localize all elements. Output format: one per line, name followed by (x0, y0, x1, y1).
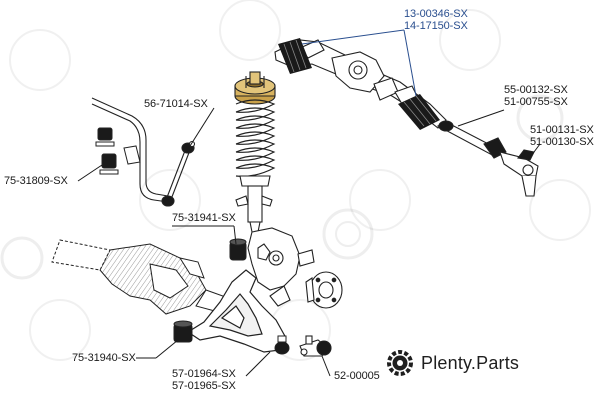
brand-gear-icon (387, 350, 413, 376)
stabilizer-bushing-upper (95, 127, 115, 147)
steering-rack (274, 39, 447, 129)
brand-suffix: .Parts (470, 352, 520, 373)
brand-name: Plenty (421, 352, 471, 373)
lower-control-arm (186, 269, 287, 353)
steering-boot-left-ribs (283, 39, 307, 73)
brand-logo: Plenty.Parts (385, 346, 519, 380)
steering-knuckle (247, 227, 315, 307)
label-tie-rod-end-1: 51-00131-SX (530, 124, 594, 136)
background-watermark (9, 0, 591, 361)
steering-boot-right-ribs (403, 95, 437, 127)
tie-rod-end (499, 149, 539, 197)
label-control-arm-2: 57-01965-SX (172, 380, 236, 392)
label-steering-rack-1: 13-00346-SX (404, 8, 468, 20)
label-stabilizer-bushing: 75-31809-SX (4, 175, 68, 187)
label-ball-joint: 52-00005 (334, 370, 380, 382)
label-stabilizer-link: 56-71014-SX (144, 98, 208, 110)
shock-absorber (235, 175, 273, 233)
arm-bushing-rear (173, 320, 193, 343)
label-arm-bushing-rear: 75-31940-SX (72, 352, 136, 364)
label-tie-rod-2: 51-00755-SX (504, 96, 568, 108)
leader-lines (77, 107, 541, 377)
label-tie-rod-end-2: 51-00130-SX (530, 136, 594, 148)
strut-top-mount (234, 71, 276, 105)
arm-ball-joint (274, 335, 290, 355)
label-tie-rod-1: 55-00132-SX (504, 84, 568, 96)
label-arm-bushing-front: 75-31941-SX (172, 212, 236, 224)
arm-bushing-front (229, 238, 247, 261)
stabilizer-link (161, 140, 196, 207)
stabilizer-bushing-lower (99, 153, 119, 175)
steering-boot-right (398, 94, 440, 130)
ball-joint (299, 335, 332, 357)
coil-spring (235, 99, 276, 177)
brand-text: Plenty.Parts (421, 353, 519, 374)
stabilizer-clamp (123, 145, 141, 165)
subframe (51, 239, 235, 315)
label-control-arm-1: 57-01964-SX (172, 368, 236, 380)
wheel-hub (305, 271, 343, 309)
stabilizer-bar (91, 97, 169, 203)
label-steering-rack-2: 14-17150-SX (404, 20, 468, 32)
tie-rod (436, 120, 507, 159)
leader-lines-blue (301, 29, 417, 97)
watermark-logo (0, 94, 564, 280)
